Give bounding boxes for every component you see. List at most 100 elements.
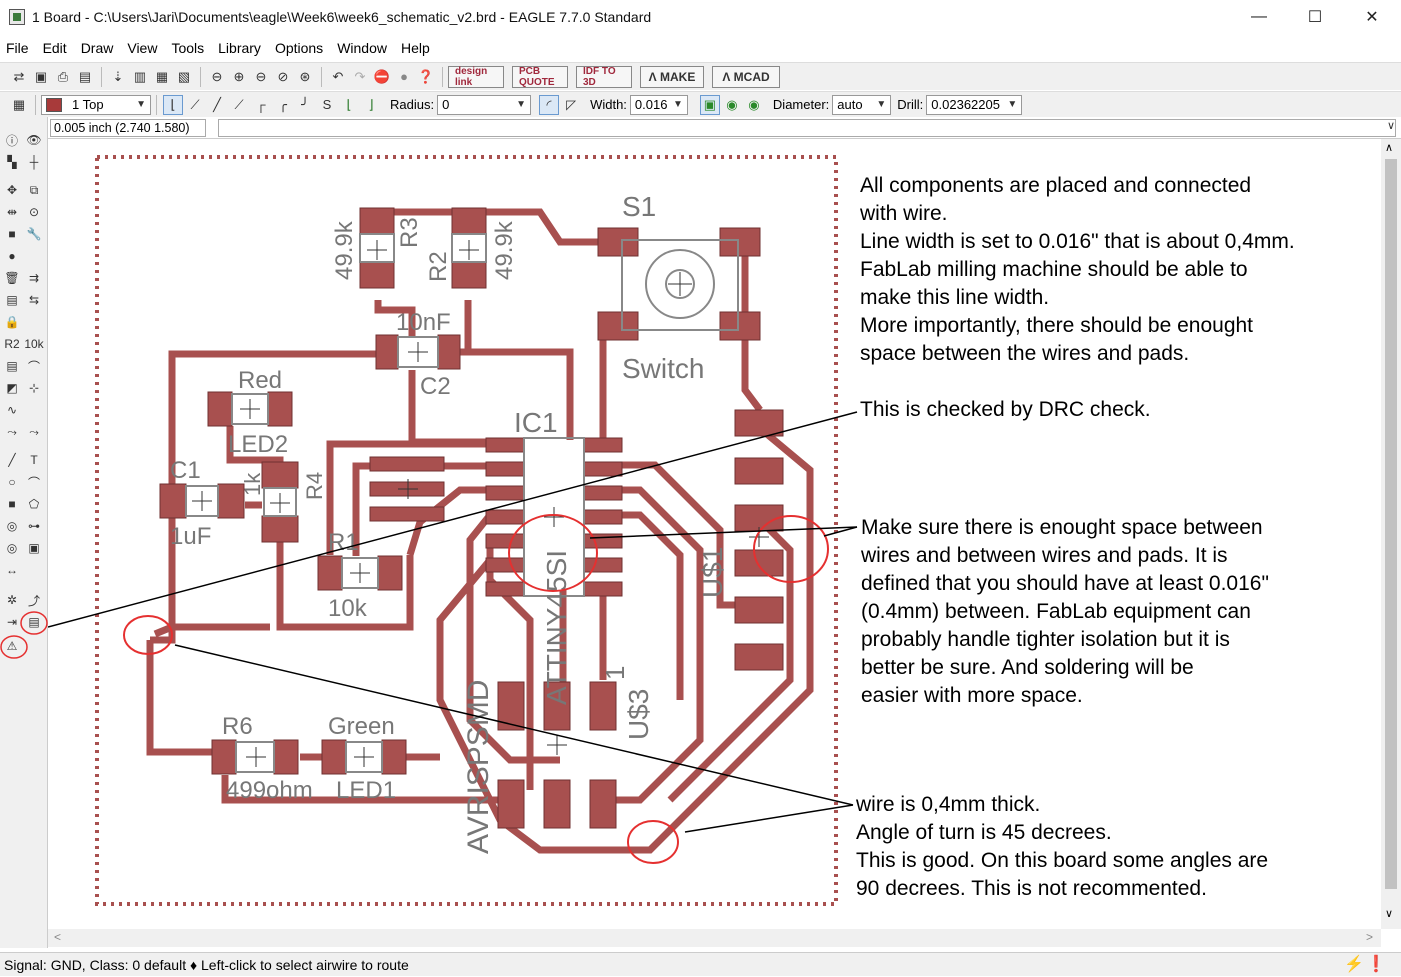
go-icon[interactable]: ● bbox=[400, 69, 408, 84]
scroll-down-icon[interactable]: ∨ bbox=[1385, 908, 1394, 920]
zoom-redraw-icon[interactable]: ⊘ bbox=[277, 68, 289, 84]
rect-icon[interactable]: ■ bbox=[8, 497, 16, 511]
ripup-icon[interactable]: ⤳ bbox=[29, 424, 39, 439]
errors-warning-icon[interactable]: ⚠ bbox=[6, 639, 18, 653]
rotate-icon[interactable]: ⊙ bbox=[28, 205, 40, 219]
bend-style-6-icon[interactable]: ╭ bbox=[279, 96, 287, 112]
cam-icon[interactable]: ▤ bbox=[78, 68, 92, 84]
zoom-fit-icon[interactable]: ⊖ bbox=[211, 68, 223, 84]
bend-style-4-icon[interactable]: ⟋ bbox=[234, 96, 244, 112]
mark-icon[interactable]: ┼ bbox=[29, 155, 39, 169]
layer-select[interactable]: 1 Top ▼ bbox=[41, 94, 151, 115]
lock-swap-icon[interactable]: ⇆ bbox=[28, 293, 40, 307]
print-icon[interactable]: ⎙ bbox=[57, 68, 69, 84]
menu-library[interactable]: Library bbox=[218, 40, 261, 56]
menu-options[interactable]: Options bbox=[274, 40, 324, 56]
board-layout[interactable]: S1 Switch 49.9k R3 R2 49.9k 10nF C2 Red … bbox=[48, 139, 1381, 929]
width-select[interactable]: 0.016▼ bbox=[629, 94, 688, 115]
stop-status-icon[interactable]: ❗ bbox=[1366, 956, 1386, 973]
stop-icon[interactable]: ⛔ bbox=[373, 68, 391, 84]
radius-select[interactable]: 0▼ bbox=[437, 94, 532, 115]
bend-style-7-icon[interactable]: ╯ bbox=[301, 96, 309, 112]
minimize-button[interactable]: — bbox=[1251, 8, 1267, 25]
grid-icon[interactable]: ▦ bbox=[12, 96, 26, 112]
zoom-out-icon[interactable]: ⊖ bbox=[255, 68, 267, 84]
zoom-select-icon[interactable]: ⊛ bbox=[299, 68, 311, 84]
command-line-input[interactable] bbox=[218, 119, 1396, 137]
move-icon[interactable]: ✥ bbox=[6, 183, 18, 197]
add-icon[interactable]: ⇉ bbox=[28, 271, 40, 285]
circle-icon[interactable]: ○ bbox=[8, 475, 16, 489]
bend-style-5-icon[interactable]: ┌ bbox=[256, 97, 266, 112]
redo-icon[interactable]: ↷ bbox=[354, 68, 366, 84]
arc-icon[interactable]: ⌒ bbox=[27, 475, 40, 490]
hole-icon[interactable]: ◎ bbox=[6, 541, 18, 555]
menu-draw[interactable]: Draw bbox=[80, 40, 114, 56]
group-icon[interactable]: ■ bbox=[8, 227, 16, 241]
bend-style-3-icon[interactable]: ╱ bbox=[213, 96, 221, 112]
scroll-right-icon[interactable]: > bbox=[1366, 930, 1374, 944]
bend-style-10-icon[interactable]: ⌋ bbox=[368, 96, 374, 112]
bend-style-1-icon[interactable]: ⌊ bbox=[163, 94, 183, 115]
miter-straight-icon[interactable]: ◸ bbox=[566, 96, 577, 112]
via-icon[interactable]: ◎ bbox=[6, 519, 18, 533]
optimize-icon[interactable]: ⊹ bbox=[28, 381, 40, 395]
horizontal-scrollbar[interactable]: < > bbox=[48, 929, 1381, 947]
ratsnest-icon[interactable]: ✲ bbox=[6, 593, 18, 607]
close-button[interactable]: ✕ bbox=[1365, 9, 1379, 26]
delete-icon[interactable]: 🗑 bbox=[4, 271, 20, 285]
pcb-quote-button[interactable]: PCB QUOTE bbox=[512, 65, 568, 88]
scroll-up-icon[interactable]: ∧ bbox=[1385, 142, 1394, 154]
via-square-icon[interactable]: ▣ bbox=[699, 94, 720, 115]
open-icon[interactable]: ⇄ bbox=[13, 68, 25, 84]
route-icon[interactable]: ⤳ bbox=[7, 424, 17, 439]
via-round-icon[interactable]: ◉ bbox=[726, 96, 738, 112]
paste-icon[interactable]: ● bbox=[8, 249, 16, 263]
attribute-icon[interactable]: ▣ bbox=[28, 541, 40, 555]
idf-to-3d-button[interactable]: IDF TO 3D bbox=[576, 65, 632, 88]
display-icon[interactable]: ▚ bbox=[7, 155, 17, 169]
save-icon[interactable]: ▣ bbox=[34, 68, 48, 84]
lock-icon[interactable]: 🔒 bbox=[4, 315, 20, 329]
copy-icon[interactable]: ⧉ bbox=[29, 182, 39, 197]
erc-icon[interactable]: ⇥ bbox=[6, 615, 18, 629]
menu-edit[interactable]: Edit bbox=[42, 40, 67, 56]
bend-style-2-icon[interactable]: ⟋ bbox=[190, 96, 200, 112]
name-icon[interactable]: R2 bbox=[4, 337, 20, 351]
signal-icon[interactable]: ⊶ bbox=[28, 519, 40, 533]
info-icon[interactable]: ⓘ bbox=[5, 133, 18, 148]
miter-round-icon[interactable]: ◜ bbox=[539, 94, 560, 115]
miter-icon[interactable]: ⌒ bbox=[27, 359, 40, 374]
diameter-select[interactable]: auto▼ bbox=[832, 94, 892, 115]
split-icon[interactable]: ◩ bbox=[6, 381, 18, 395]
menu-window[interactable]: Window bbox=[337, 40, 387, 56]
scroll-left-icon[interactable]: < bbox=[54, 930, 62, 944]
menu-view[interactable]: View bbox=[127, 40, 158, 56]
script-icon[interactable]: ⇣ bbox=[112, 68, 124, 84]
autorouter-icon[interactable]: ⤴ bbox=[27, 593, 40, 608]
make-button[interactable]: Λ MAKE bbox=[640, 65, 704, 88]
chevron-down-icon[interactable]: ∨ bbox=[1386, 120, 1395, 132]
menu-file[interactable]: File bbox=[6, 40, 29, 56]
undo-icon[interactable]: ↶ bbox=[332, 68, 344, 84]
meander-icon[interactable]: ∿ bbox=[6, 403, 18, 417]
vertical-scrollbar[interactable]: ∧ ∨ bbox=[1381, 139, 1401, 929]
scrollbar-thumb[interactable] bbox=[1385, 159, 1397, 889]
drc-icon[interactable]: ▤ bbox=[28, 615, 40, 629]
bend-style-9-icon[interactable]: ⌊ bbox=[346, 96, 352, 112]
dimension-icon[interactable]: ↔ bbox=[6, 563, 18, 577]
menu-tools[interactable]: Tools bbox=[171, 40, 205, 56]
maximize-button[interactable]: ☐ bbox=[1307, 9, 1323, 26]
wire-icon[interactable]: ╱ bbox=[8, 453, 16, 467]
polygon-icon[interactable]: ⬠ bbox=[28, 497, 40, 511]
bend-style-8-icon[interactable]: S bbox=[322, 97, 332, 112]
replace-icon[interactable]: ▤ bbox=[6, 293, 18, 307]
show-icon[interactable]: 👁 bbox=[26, 133, 42, 147]
ulp-icon[interactable]: ▥ bbox=[133, 68, 147, 84]
board-canvas[interactable]: S1 Switch 49.9k R3 R2 49.9k 10nF C2 Red … bbox=[48, 139, 1381, 929]
mirror-icon[interactable]: ⇹ bbox=[6, 205, 18, 219]
help-icon[interactable]: ❓ bbox=[417, 68, 435, 84]
schematic-icon[interactable]: ▦ bbox=[155, 68, 169, 84]
zoom-in-icon[interactable]: ⊕ bbox=[233, 68, 245, 84]
value-icon[interactable]: 10k bbox=[24, 337, 44, 351]
